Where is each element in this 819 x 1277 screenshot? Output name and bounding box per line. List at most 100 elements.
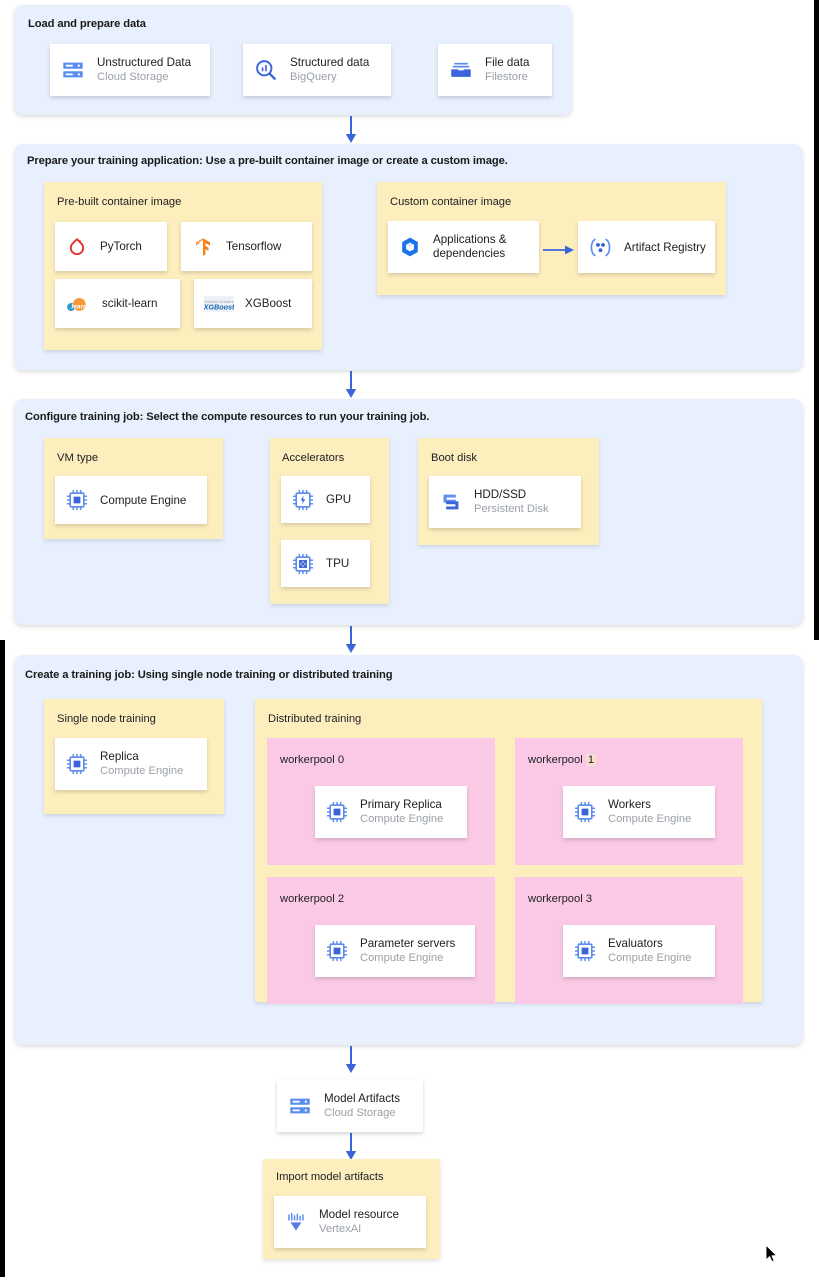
card-title: HDD/SSD [474, 488, 527, 501]
left-edge-bar [0, 640, 5, 1277]
group-title: Boot disk [431, 452, 478, 464]
stage-title: Load and prepare data [28, 18, 146, 30]
card-structured-data[interactable]: Structured data BigQuery [243, 44, 391, 96]
card-evaluators[interactable]: Evaluators Compute Engine [563, 925, 715, 977]
pool-title: workerpool 3 [528, 893, 592, 905]
card-title: Structured data [290, 56, 370, 69]
pool-label-number: 0 [337, 754, 345, 766]
stage-title: Create a training job: Using single node… [25, 669, 393, 681]
card-title: Evaluators [608, 937, 663, 950]
tensorflow-icon [191, 235, 215, 259]
group-single-node-training: Single node training R [44, 699, 224, 814]
card-gpu[interactable]: GPU [281, 476, 370, 523]
arrow-load-to-prepare [341, 116, 361, 149]
stage-load-and-prepare-data: Load and prepare data Unstructured Data … [14, 5, 572, 115]
pool-label-prefix: workerpool [280, 893, 335, 905]
compute-engine-icon [573, 800, 597, 824]
svg-text:eXtreme Gradient: eXtreme Gradient [204, 299, 233, 303]
card-subtitle: Compute Engine [360, 952, 444, 964]
cloud-storage-icon [60, 57, 86, 83]
card-title: PyTorch [100, 240, 142, 253]
compute-engine-icon [65, 752, 89, 776]
card-workers[interactable]: Workers Compute Engine [563, 786, 715, 838]
card-title: TPU [326, 557, 350, 570]
card-applications-and-dependencies[interactable]: Applications & dependencies [388, 221, 539, 273]
group-title: VM type [57, 452, 99, 464]
card-title: Primary Replica [360, 798, 442, 811]
card-subtitle: Persistent Disk [474, 503, 549, 515]
arrow-configure-to-create [341, 626, 361, 659]
group-custom-container-image: Custom container image Applications & de… [377, 182, 726, 295]
pool-label-number: 1 [585, 754, 597, 766]
card-replica[interactable]: Replica Compute Engine [55, 738, 207, 790]
pool-title: workerpool 1 [528, 754, 597, 766]
card-title: Model Artifacts [324, 1092, 401, 1105]
pool-workerpool-1: workerpool 1 [515, 738, 743, 865]
card-primary-replica[interactable]: Primary Replica Compute Engine [315, 786, 467, 838]
card-subtitle: VertexAI [319, 1223, 362, 1235]
card-file-data[interactable]: File data Filestore [438, 44, 552, 96]
arrow-create-to-artifacts [341, 1046, 361, 1079]
scikit-learn-icon: learn [65, 294, 91, 314]
svg-text:learn: learn [71, 303, 87, 310]
card-subtitle: Compute Engine [608, 952, 692, 964]
pool-title: workerpool 0 [280, 754, 344, 766]
card-tensorflow[interactable]: Tensorflow [181, 222, 312, 271]
card-subtitle: BigQuery [290, 71, 337, 83]
card-unstructured-data[interactable]: Unstructured Data Cloud Storage [50, 44, 210, 96]
card-xgboost[interactable]: eXtreme Gradient XGBoost XGBoost [194, 279, 312, 328]
gpu-icon [291, 488, 315, 512]
card-title: Tensorflow [226, 240, 282, 253]
card-scikit-learn[interactable]: learn scikit-learn [55, 279, 180, 328]
card-title: scikit-learn [102, 297, 158, 310]
pool-title: workerpool 2 [280, 893, 344, 905]
compute-engine-icon [65, 488, 89, 512]
card-title: Artifact Registry [624, 240, 706, 254]
pytorch-icon [65, 235, 89, 259]
group-title: Distributed training [268, 713, 362, 725]
stage-configure-training-job: Configure training job: Select the compu… [14, 399, 803, 625]
card-pytorch[interactable]: PyTorch [55, 222, 167, 271]
card-artifact-registry[interactable]: Artifact Registry [578, 221, 715, 273]
card-title: Workers [608, 798, 651, 811]
card-subtitle: Compute Engine [608, 813, 692, 825]
pool-label-number: 3 [585, 893, 593, 905]
mouse-cursor [765, 1244, 779, 1269]
group-vm-type: VM type Compute Engine [44, 438, 223, 539]
card-compute-engine-vm[interactable]: Compute Engine [55, 476, 207, 524]
card-model-resource[interactable]: Model resource VertexAI [274, 1196, 426, 1248]
bigquery-icon [253, 57, 279, 83]
card-tpu[interactable]: TPU [281, 540, 370, 587]
svg-text:XGBoost: XGBoost [204, 302, 234, 311]
group-title: Accelerators [282, 452, 345, 464]
group-title: Single node training [57, 713, 156, 725]
pool-workerpool-0: workerpool 0 [267, 738, 495, 865]
card-title: Model resource [319, 1208, 399, 1221]
applications-icon [398, 235, 422, 259]
card-title: Parameter servers [360, 937, 456, 950]
group-accelerators: Accelerators GPU [270, 438, 389, 604]
group-title: Custom container image [390, 196, 512, 208]
card-subtitle: Compute Engine [100, 765, 184, 777]
right-edge-bar [814, 0, 819, 640]
card-boot-disk[interactable]: HDD/SSD Persistent Disk [429, 476, 581, 528]
compute-engine-icon [573, 939, 597, 963]
artifact-registry-icon [588, 235, 613, 260]
card-title: Applications & dependencies [433, 233, 507, 260]
pool-label-prefix: workerpool [528, 754, 583, 766]
group-distributed-training: Distributed training workerpool 0 [255, 699, 762, 1004]
tpu-icon [291, 552, 315, 576]
compute-engine-icon [325, 800, 349, 824]
pool-workerpool-3: workerpool 3 [515, 877, 743, 1004]
group-import-model-artifacts: Import model artifacts Model resource [263, 1159, 440, 1259]
card-title: Compute Engine [100, 493, 187, 507]
card-parameter-servers[interactable]: Parameter servers Compute Engine [315, 925, 475, 977]
stage-create-training-job: Create a training job: Using single node… [14, 655, 803, 1045]
group-title: Import model artifacts [276, 1171, 384, 1183]
card-title: GPU [326, 493, 352, 506]
cloud-storage-icon [287, 1093, 313, 1119]
card-model-artifacts[interactable]: Model Artifacts Cloud Storage [277, 1080, 423, 1132]
card-subtitle: Filestore [485, 71, 528, 83]
pool-label-number: 2 [337, 893, 345, 905]
